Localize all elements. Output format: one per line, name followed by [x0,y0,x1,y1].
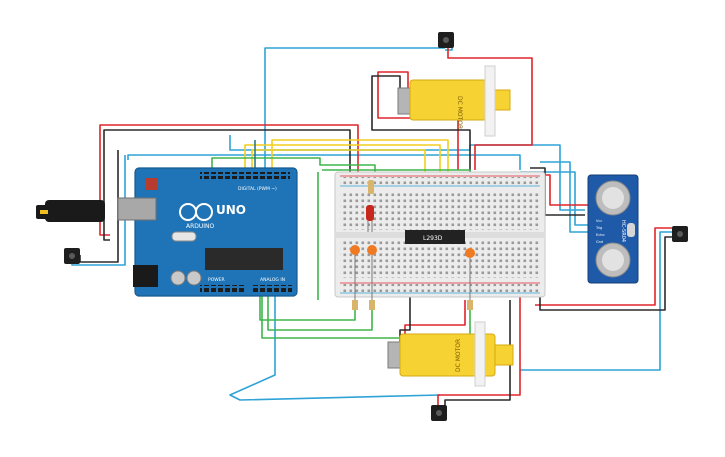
dc-motor-bottom[interactable]: DC MOTOR [387,321,514,387]
wire-blue-bottom-loop [229,290,441,401]
dc-motor-top[interactable]: DC MOTOR [397,65,511,137]
reset-button[interactable] [146,178,158,190]
sensor-pin-echo: Echo [596,233,605,237]
arduino-logo [179,203,213,221]
crystal [171,231,197,242]
wire-black-right [539,236,672,311]
wire-green-4 [261,290,471,339]
driver-chip-label: L293D [423,235,443,242]
barrel-jack-battery-icon[interactable] [36,200,105,222]
switch-top[interactable] [438,32,454,48]
photodiode-icon[interactable] [367,245,377,310]
wire-red-motor-top-b [447,48,533,170]
wire-blue-arduino-top [127,154,521,170]
wire-green-3 [267,290,373,331]
sensor-pin-gnd: Gnd [596,240,603,244]
switch-left[interactable] [64,248,80,264]
capacitor [170,270,186,286]
photodiode-icon[interactable] [465,248,475,310]
switch-bottom[interactable] [431,405,447,421]
analog-header [252,285,292,292]
wire-red-bottom [437,295,521,405]
power-header [200,285,245,292]
arduino-uno-board[interactable]: ARDUINO UNO DIGITAL (PWM ~) POWER ANALOG… [117,167,298,297]
analog-header-label: ANALOG IN [260,277,285,283]
motor-bottom-label: DC MOTOR [455,339,462,372]
arduino-model-label: UNO [216,203,246,217]
wire-blue-sensor-2 [540,161,590,233]
wire-blue-top-sensor [264,47,445,225]
sensor-label: HC-SR04 [620,220,626,242]
digital-header [200,172,290,179]
led-red[interactable] [366,205,374,232]
hc-sr04-sensor[interactable]: HC-SR04 Vcc Trig Echo Gnd [587,174,639,284]
wire-blue-sensor-1 [520,171,590,226]
wire-blue-right [520,231,672,371]
wire-black-motor-top [371,75,471,175]
wire-black-usb [103,129,351,241]
photodiode-icon[interactable] [350,245,360,310]
motor-top-label: DC MOTOR [456,96,463,129]
atmega-chip [205,248,283,270]
wire-red-right [535,227,672,306]
wire-red-motor-top [377,71,459,170]
dc-jack-icon [133,265,158,287]
usb-connector-icon [117,197,157,221]
sensor-pin-vcc: Vcc [596,219,602,223]
sensor-pin-trig: Trig [595,226,602,230]
power-header-label: POWER [208,277,225,283]
digital-header-label: DIGITAL (PWM ~) [238,186,277,192]
capacitor [186,270,202,286]
l293d-chip[interactable]: L293D [405,230,465,244]
switch-right[interactable] [672,226,688,242]
arduino-brand-label: ARDUINO [186,223,215,230]
wire-green-1 [211,157,376,182]
resistor[interactable] [368,180,374,194]
